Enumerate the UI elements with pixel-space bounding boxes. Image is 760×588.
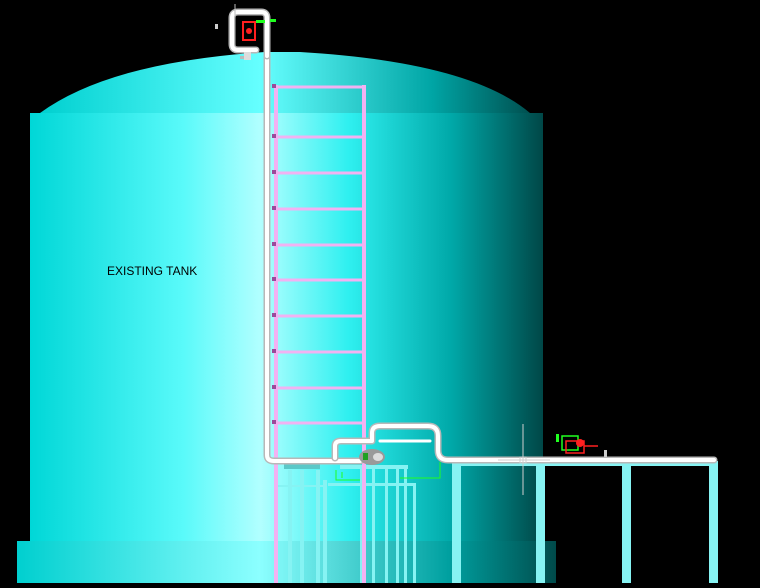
top-valve-assembly[interactable]: [215, 4, 276, 60]
tank-ladder[interactable]: [274, 85, 366, 583]
tank-label: EXISTING TANK: [107, 264, 198, 278]
green-annotation-lines: [335, 462, 441, 481]
tank-base-ring: [17, 541, 556, 583]
ball-valve[interactable]: [359, 449, 385, 465]
crosshair-icon: [498, 424, 550, 495]
pipe-support-frame-middle[interactable]: [328, 465, 416, 583]
process-pipe[interactable]: [228, 8, 718, 465]
line-valve-right[interactable]: [556, 434, 607, 457]
tank-roof: [40, 52, 530, 113]
ladder-clips: [272, 84, 276, 424]
tank-shell: [30, 113, 543, 543]
